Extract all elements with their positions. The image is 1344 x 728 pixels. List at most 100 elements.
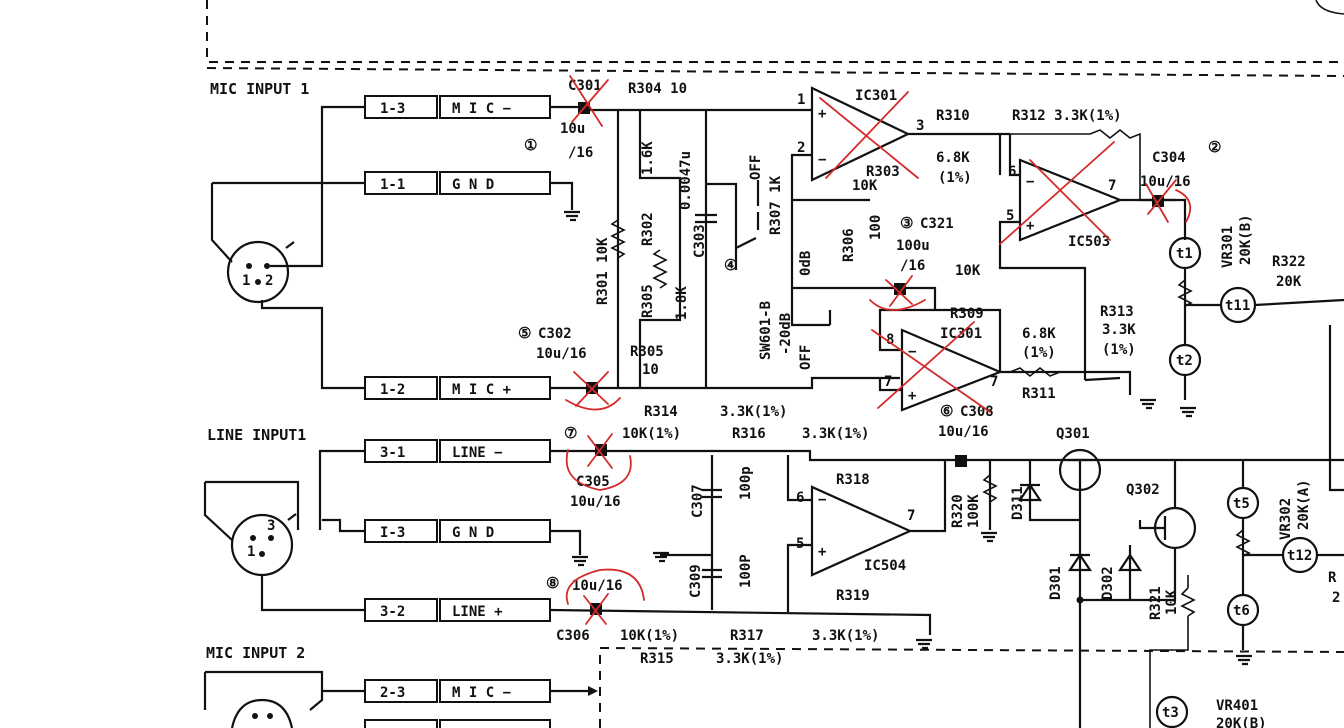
svg-text:−: − [908, 344, 916, 360]
label-c309: C309 [688, 564, 704, 598]
label-r314-val: 3.3K(1%) [720, 404, 787, 420]
label-r316: R316 [732, 426, 766, 442]
svg-text:3-2: 3-2 [380, 604, 405, 620]
top-dashed-border [206, 0, 1344, 63]
xlr-connector-mic2 [230, 698, 294, 728]
bottom-dashed-border [599, 646, 1344, 728]
terminal-t5: t5 [1226, 486, 1260, 520]
resistor-r320 [982, 474, 998, 503]
capacitor-c307 [702, 488, 722, 579]
label-2-cut: 2 [1332, 590, 1340, 606]
label-vr301-val: 20K(B) [1238, 214, 1254, 265]
label-r301: R301 10K [595, 237, 611, 305]
label-r-cut: R [1328, 570, 1337, 586]
label-ic301a: IC301 [855, 88, 897, 104]
mic-input-1-label: MIC INPUT 1 [210, 80, 309, 98]
wire-mic2 [203, 670, 365, 711]
red-x-ic301-bottom [871, 321, 991, 413]
label-c303: C303 [692, 224, 708, 258]
label-r313-v1: 3.3K [1102, 322, 1136, 338]
label-r318: R318 [836, 472, 870, 488]
label-r313: R313 [1100, 304, 1134, 320]
diode-d302 [1117, 545, 1143, 600]
gnd-wire-1 [550, 181, 574, 210]
svg-text:M I C −: M I C − [452, 685, 511, 701]
svg-text:1: 1 [242, 273, 250, 289]
label-r320: R320 [950, 494, 966, 528]
ground-symbols [564, 210, 1252, 666]
red-x-c302 [565, 371, 621, 411]
ic301-opamp-top: + − [790, 86, 1010, 200]
capacitor-c303 [695, 213, 717, 224]
label-off-top: OFF [748, 155, 764, 180]
label-r309: R309 [950, 306, 984, 322]
pin-number: 5 [1006, 208, 1014, 224]
label-r305: R305 [630, 344, 664, 360]
label-r322: R322 [1272, 254, 1306, 270]
svg-text:+: + [908, 388, 916, 404]
marker-3: ③ [900, 214, 913, 232]
pin-number: 1 [797, 92, 805, 108]
wire-line-bottom [549, 608, 932, 635]
red-circle-c305 [565, 433, 632, 491]
connector-3-1: 3-1 LINE − [364, 439, 551, 463]
label-r303-val2: (1%) [938, 170, 972, 186]
label-q302: Q302 [1126, 482, 1160, 498]
terminal-t3: t3 [1155, 695, 1189, 728]
label-r317: R317 [730, 628, 764, 644]
wire-vr301 [1183, 268, 1344, 400]
label-off-bot: OFF [798, 345, 814, 370]
wire-c307-column [660, 455, 812, 612]
terminal-t2: t2 [1168, 343, 1202, 377]
label-c309-val: 100P [738, 554, 754, 588]
label-r305a: R305 [640, 284, 656, 318]
label-r304: R304 10 [628, 81, 687, 97]
vr302-wiper [1235, 529, 1251, 557]
label-c302: C302 [538, 326, 572, 342]
label-c304: C304 [1152, 150, 1186, 166]
label-d311: D311 [1010, 486, 1026, 520]
pin-number: 7 [1108, 178, 1116, 194]
resistor-r312 [1010, 128, 1141, 200]
label-r317-val: 3.3K(1%) [812, 628, 879, 644]
red-x-c321 [869, 275, 926, 311]
svg-text:−: − [1026, 174, 1034, 190]
svg-text:M I C −: M I C − [452, 101, 511, 117]
label-c305-val: 10u/16 [570, 494, 621, 510]
resistor-r311 [1009, 366, 1061, 378]
pin-number: 2 [797, 140, 805, 156]
mic-input-2-label: MIC INPUT 2 [206, 644, 305, 662]
label-r313-v2: (1%) [1102, 342, 1136, 358]
red-circle-c306 [565, 568, 645, 625]
label-r322-val: 20K [1276, 274, 1302, 290]
label-c321-val2: /16 [900, 258, 925, 274]
label-vr302-val: 20K(A) [1296, 479, 1312, 530]
label-vr301: VR301 [1220, 226, 1236, 268]
diode-d301 [1067, 553, 1093, 572]
connector-2-x-partial [364, 719, 438, 728]
label-r314: R314 [644, 404, 678, 420]
label-c301: C301 [568, 78, 602, 94]
terminal-t1: t1 [1168, 236, 1202, 270]
svg-text:t11: t11 [1225, 298, 1250, 314]
label-r306-val: 100 [868, 215, 884, 240]
pin-number: 6 [1008, 164, 1016, 180]
diode-d311 [1017, 483, 1043, 502]
label-r305-val: 10 [642, 362, 659, 378]
label-c306-val: 10u/16 [572, 578, 623, 594]
pin-number: 8 [886, 332, 894, 348]
label-r307: R307 1K [768, 175, 784, 235]
svg-text:+: + [1026, 218, 1034, 234]
label-minus20: -20dB [778, 313, 794, 355]
svg-text:−: − [818, 152, 826, 168]
marker-8: ⑧ [546, 574, 559, 592]
svg-text:+: + [818, 106, 826, 122]
red-x-ic503 [999, 141, 1115, 245]
label-c307-val: 100p [738, 466, 754, 500]
label-r303: R303 [866, 164, 900, 180]
transistor-q301 [1028, 448, 1102, 600]
connector-1-1: 1-1 G N D [364, 171, 551, 195]
svg-text:I-3: I-3 [380, 525, 405, 541]
svg-text:t12: t12 [1287, 548, 1312, 564]
